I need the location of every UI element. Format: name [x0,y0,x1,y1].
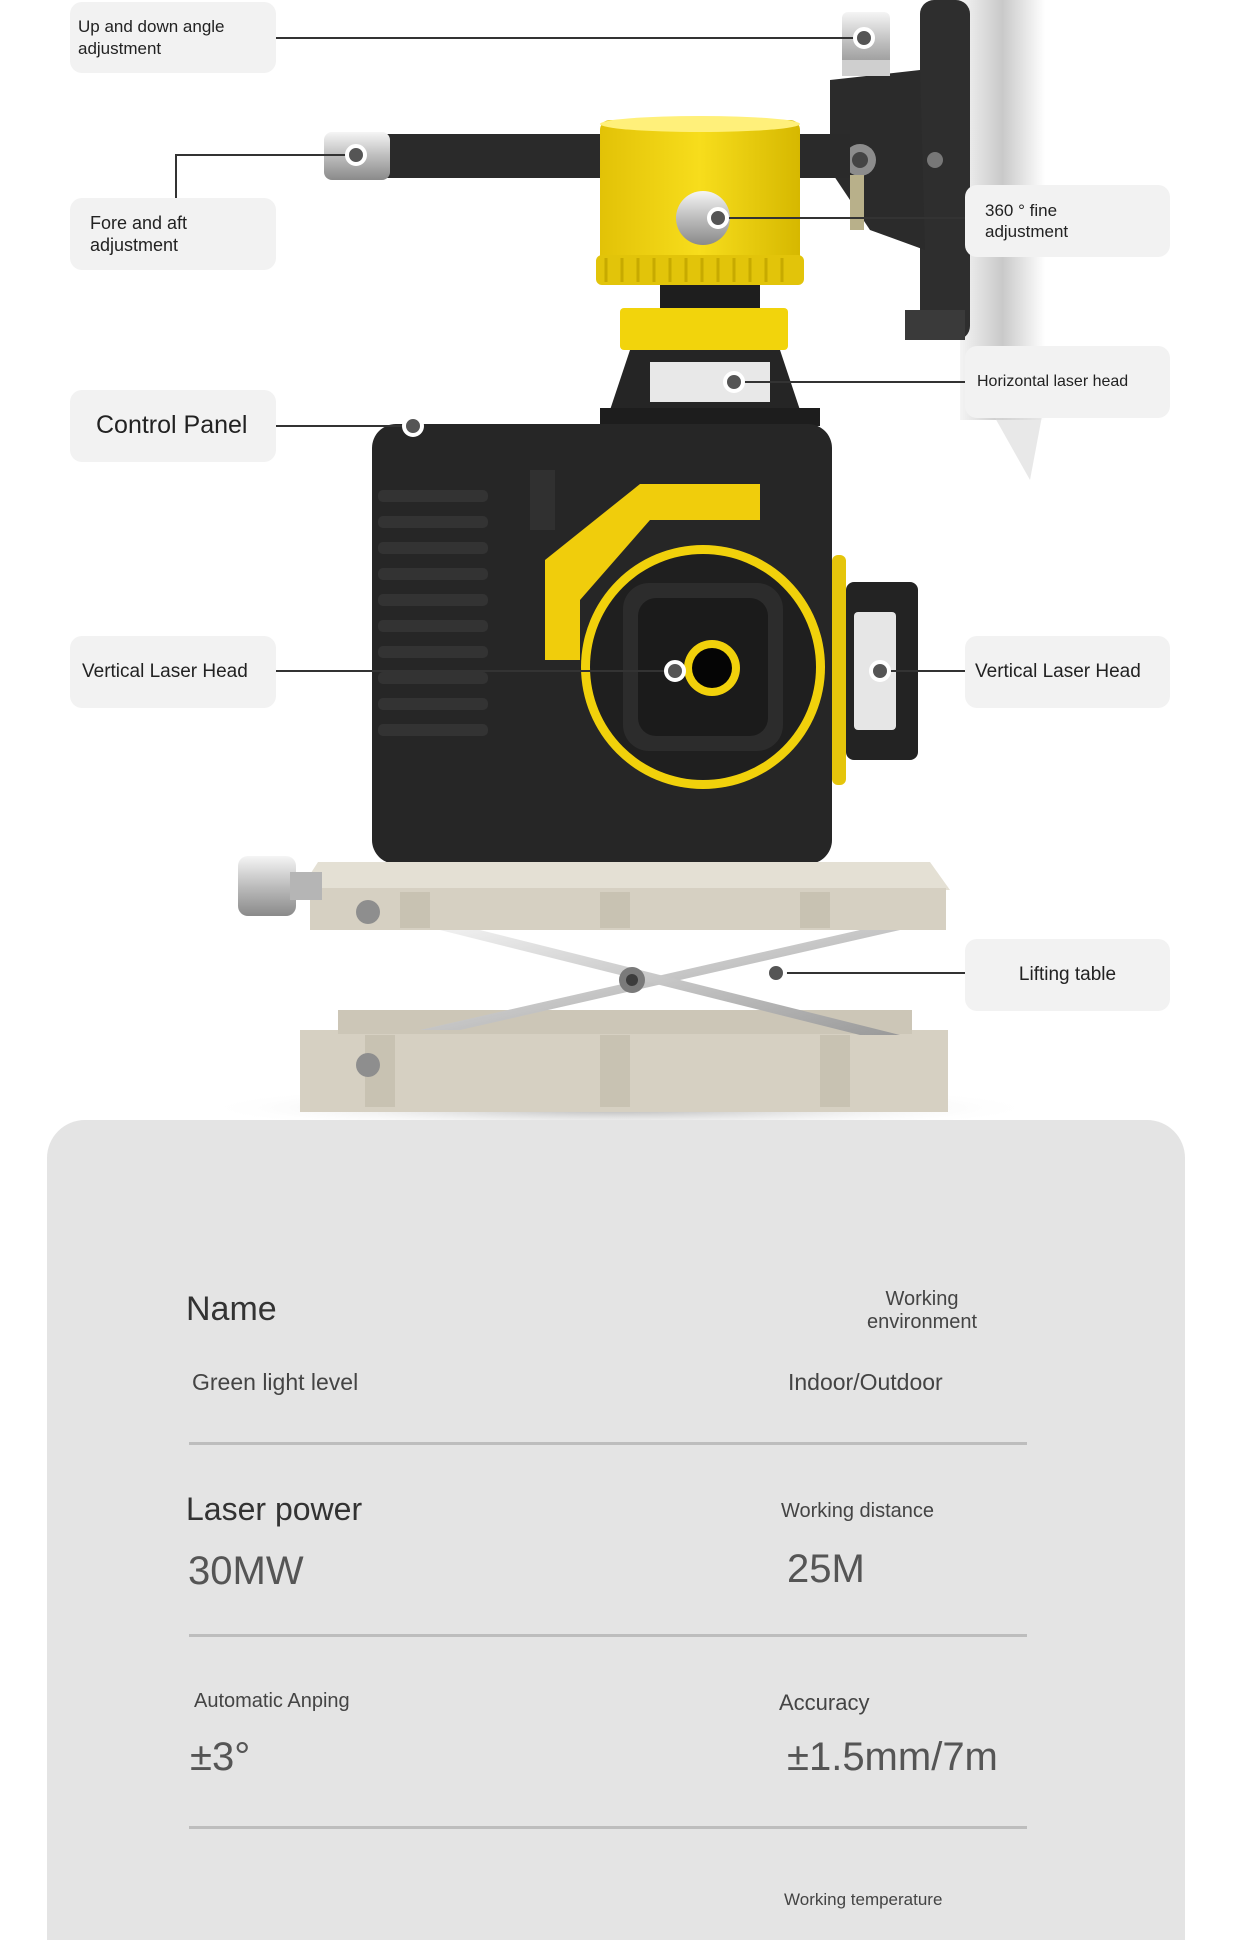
spec-divider-1 [189,1442,1027,1445]
spec-distance-label: Working distance [781,1500,935,1522]
spec-power-value: 30MW [188,1549,304,1593]
spec-divider-3 [189,1826,1027,1829]
callout-up-down-line2: adjustment [78,38,162,58]
dot-control-panel [402,415,424,437]
wall-plate [920,0,970,340]
callout-up-down-adjustment: Up and down angle adjustment [70,2,276,73]
callout-horizontal-head-label: Horizontal laser head [977,373,1129,390]
dot-vertical-right [869,660,891,682]
callout-up-down-line1: Up and down angle [78,17,225,37]
callout-vertical-right-label: Vertical Laser Head [975,661,1141,683]
callout-lifting-table: Lifting table [965,939,1170,1011]
callout-fine-line1: 360 ° fine [985,200,1058,220]
callout-vertical-laser-head-left: Vertical Laser Head [70,636,276,708]
callout-fine-line2: adjustment [985,222,1069,241]
fine-adjust-knob [676,191,730,245]
spec-env-value: Indoor/Outdoor [788,1369,943,1395]
dot-vertical-left [664,660,686,682]
dot-lifting-table [765,962,787,984]
callout-vertical-left-label: Vertical Laser Head [82,661,248,683]
yellow-accent [545,484,760,660]
spec-env-label-line2: environment [866,1311,978,1333]
table-knob [238,856,296,916]
spec-accuracy-label: Accuracy [779,1690,870,1715]
dot-fine-adjust [707,207,729,229]
dot-up-down [853,27,875,49]
spec-panel: Name Green light level Working environme… [47,1120,1185,1940]
callout-fore-aft-line1: Fore and aft [90,212,188,233]
callout-fore-aft-line2: adjustment [90,235,179,255]
callout-control-panel: Control Panel [70,390,276,462]
spec-name-label: Name [186,1290,277,1328]
dot-horizontal-head [723,371,745,393]
spec-leveling-label: Automatic Anping [194,1690,350,1712]
laser-level-drawing [175,0,1045,1130]
dot-fore-aft [345,144,367,166]
callout-lifting-table-label: Lifting table [1018,964,1117,986]
callout-fore-aft-adjustment: Fore and aft adjustment [70,198,276,270]
spec-leveling-value: ±3° [190,1735,251,1779]
spec-divider-2 [189,1634,1027,1637]
spec-name-value: Green light level [192,1369,359,1395]
spec-distance-value: 25M [787,1547,865,1591]
callout-vertical-laser-head-right: Vertical Laser Head [965,636,1170,708]
spec-env-label: Working environment [812,1288,1032,1334]
callout-control-panel-label: Control Panel [96,411,248,440]
spec-accuracy-value: ±1.5mm/7m [787,1735,998,1779]
spec-temperature-label: Working temperature [784,1890,943,1909]
callout-360-fine-adjustment: 360 ° fine adjustment [965,185,1170,257]
spec-env-label-line1: Working [885,1288,959,1310]
callout-horizontal-laser-head: Horizontal laser head [965,346,1170,418]
spec-power-label: Laser power [186,1491,363,1527]
product-illustration: Up and down angle adjustment Fore and af… [70,0,1170,1130]
lifting-table-top [300,862,950,890]
